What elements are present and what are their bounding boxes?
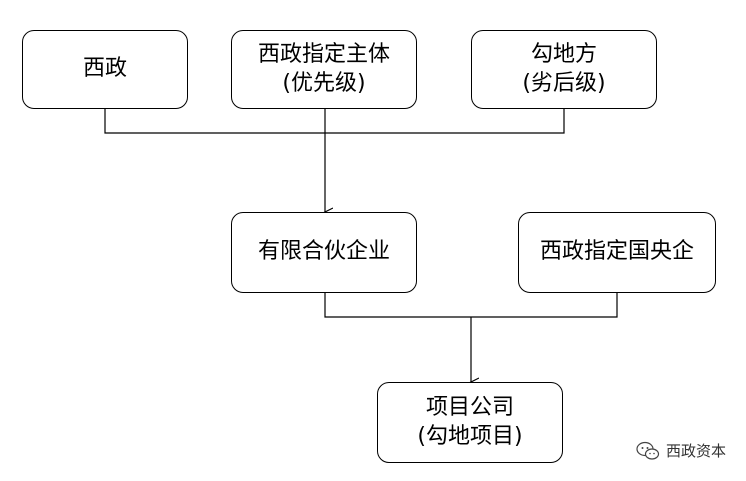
watermark: 西政资本 <box>636 440 726 461</box>
middle-bracket-line <box>324 292 618 318</box>
node-gou-di-fang-subtitle: (劣后级) <box>522 70 606 96</box>
node-project-company: 项目公司 (勾地项目) <box>377 382 563 463</box>
node-project-company-subtitle: (勾地项目) <box>417 423 523 449</box>
node-project-company-title: 项目公司 <box>425 394 514 420</box>
top-bracket-line <box>104 108 565 134</box>
node-gou-di-fang: 勾地方 (劣后级) <box>471 30 657 109</box>
node-designated-entity-title: 西政指定主体 <box>257 41 390 67</box>
node-designated-entity: 西政指定主体 (优先级) <box>231 30 417 109</box>
node-xizheng: 西政 <box>22 30 188 109</box>
node-designated-soe-label: 西政指定国央企 <box>539 239 694 265</box>
watermark-text: 西政资本 <box>665 442 726 460</box>
node-designated-entity-subtitle: (优先级) <box>282 70 366 96</box>
node-gou-di-fang-title: 勾地方 <box>530 41 597 67</box>
node-limited-partnership-label: 有限合伙企业 <box>257 239 390 265</box>
node-xizheng-label: 西政 <box>82 56 127 82</box>
node-limited-partnership: 有限合伙企业 <box>231 212 417 293</box>
node-designated-soe: 西政指定国央企 <box>518 212 716 293</box>
wechat-icon <box>636 441 660 460</box>
